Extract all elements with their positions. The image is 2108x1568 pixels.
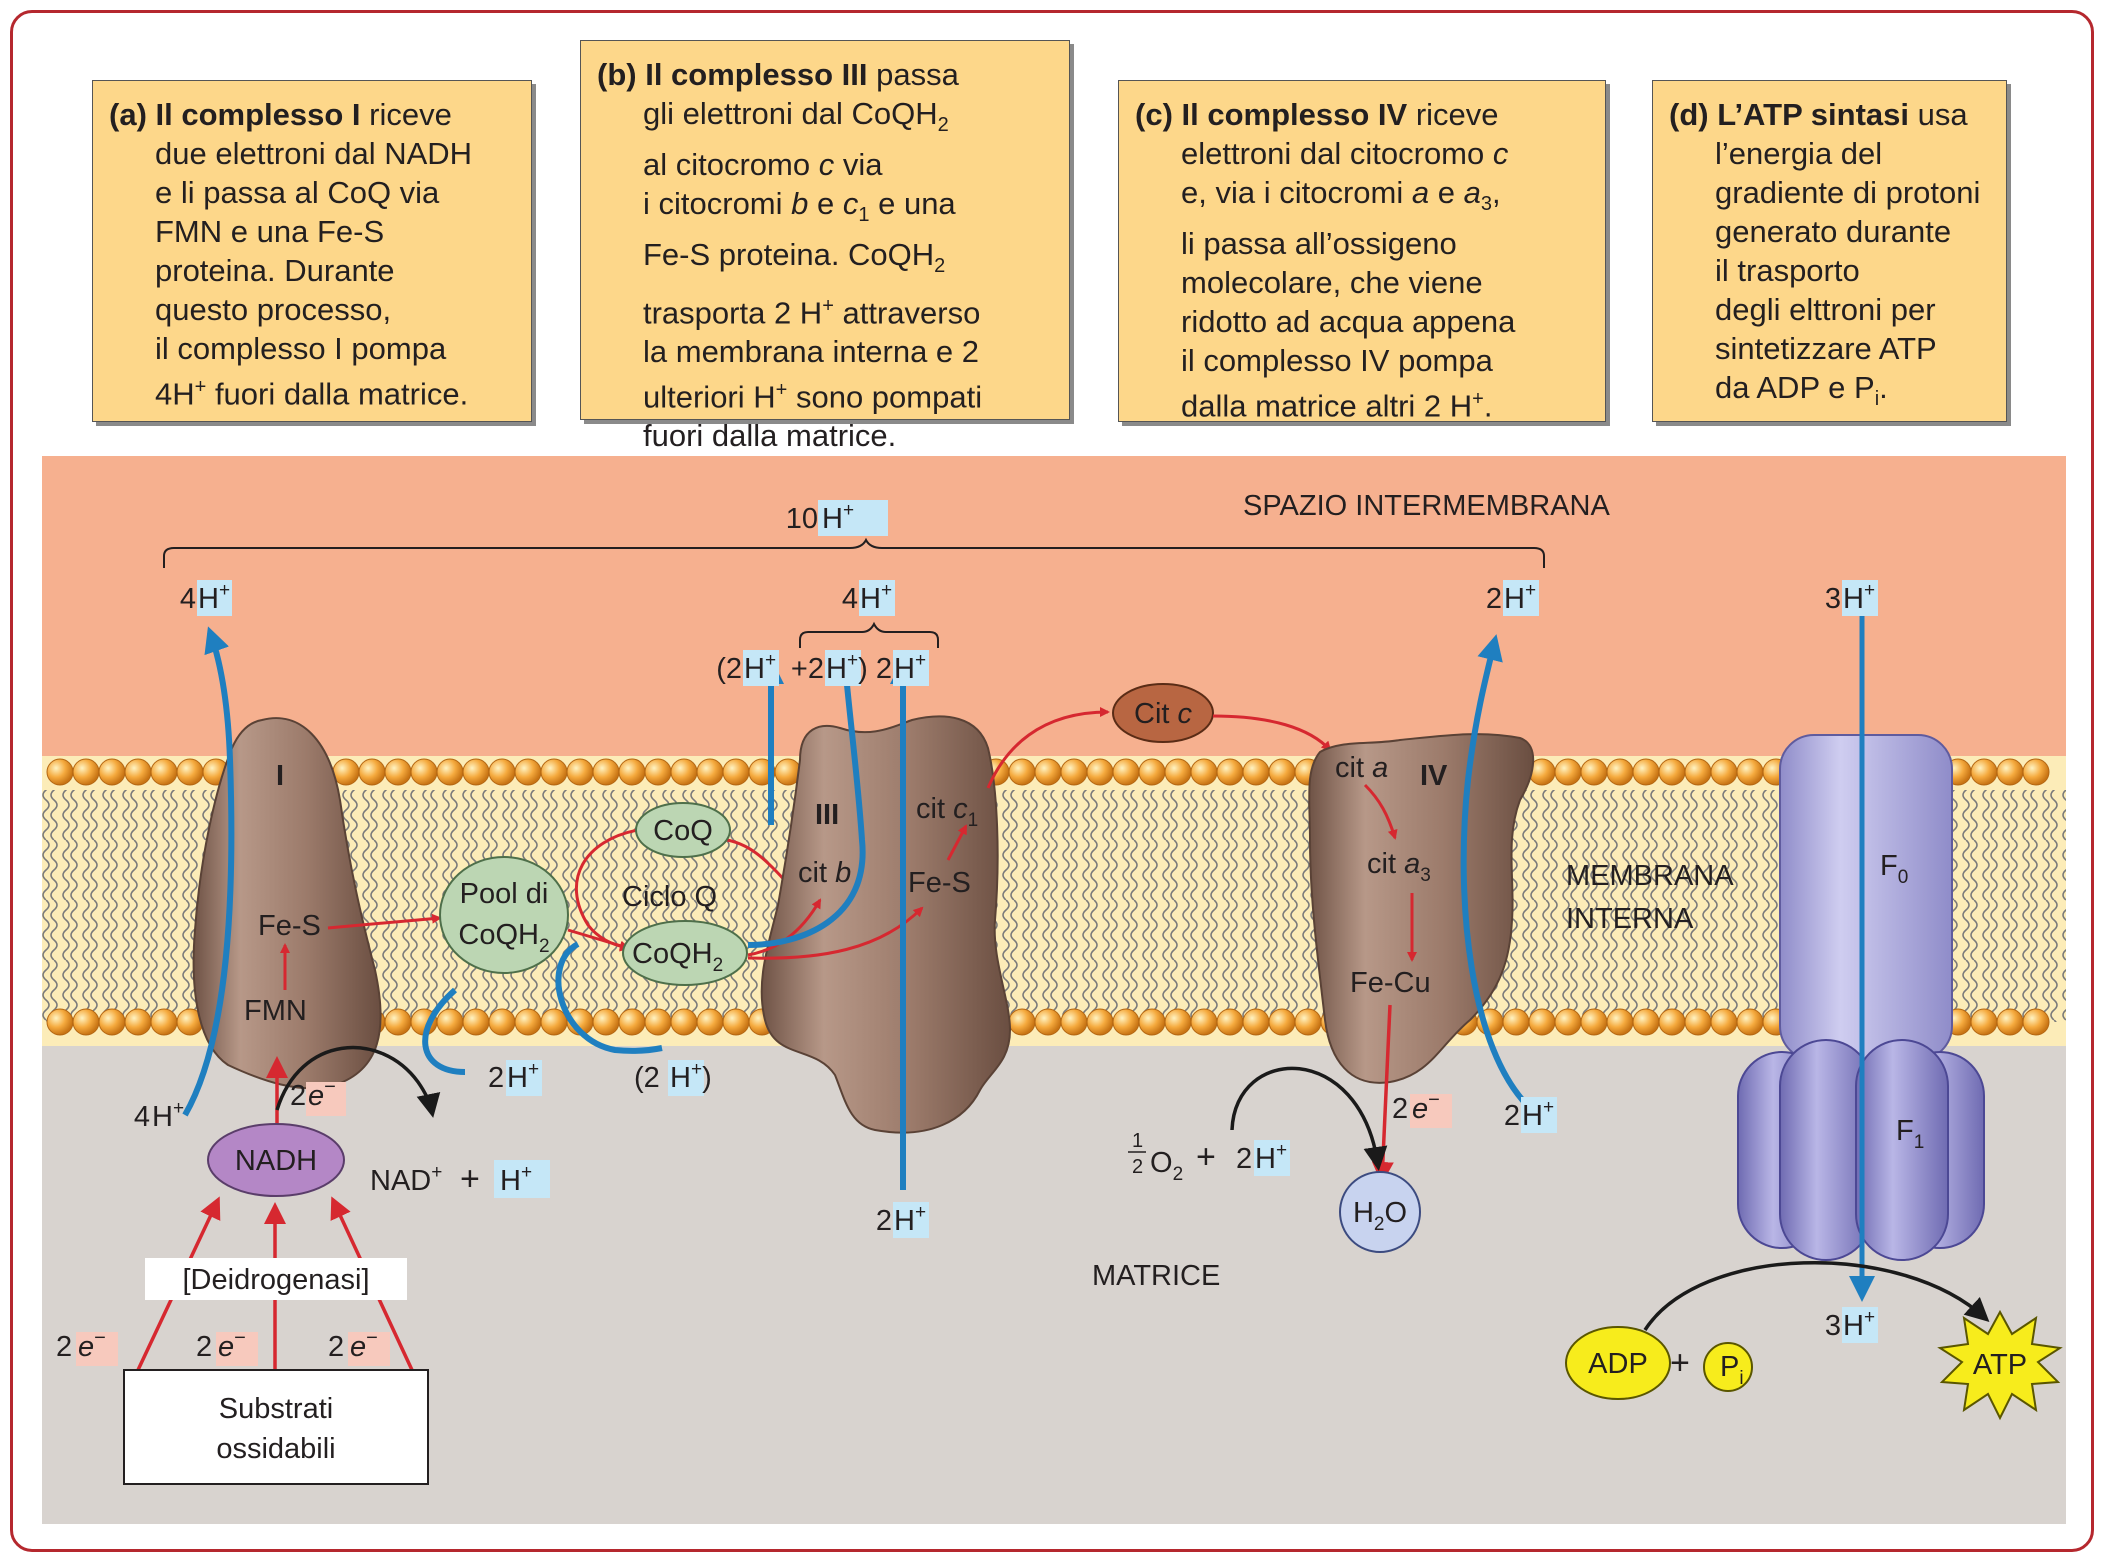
caption-line: proteina. Durante xyxy=(155,253,395,288)
caption-line: (a) Il complesso I riceve xyxy=(109,97,452,132)
caption-line: il trasporto xyxy=(1715,253,1860,288)
caption-line: 4H+ fuori dalla matrice. xyxy=(155,376,469,412)
caption-line: l’energia del xyxy=(1715,136,1883,171)
caption-line: due elettroni dal NADH xyxy=(155,136,473,171)
caption-line: trasporta 2 H+ attraverso xyxy=(643,294,981,330)
caption-line: FMN e una Fe-S xyxy=(155,214,385,249)
caption-line: sintetizzare ATP xyxy=(1715,331,1937,366)
caption-line: i citocromi b e c1 e una xyxy=(643,186,956,227)
caption-line: al citocromo c via xyxy=(643,147,883,183)
caption-atp-synthase: (d) L’ATP sintasi usa l’energia del grad… xyxy=(1652,80,2007,422)
caption-line: dalla matrice altri 2 H+. xyxy=(1181,388,1493,424)
caption-line: elettroni dal citocromo c xyxy=(1181,136,1509,171)
caption-line: ridotto ad acqua appena xyxy=(1181,304,1516,340)
caption-line: e li passa al CoQ via xyxy=(155,175,440,210)
caption-line: molecolare, che viene xyxy=(1181,265,1483,301)
caption-line: e, via i citocromi a e a3, xyxy=(1181,175,1501,216)
caption-line: Fe-S proteina. CoQH2 xyxy=(643,237,946,278)
caption-line: generato durante xyxy=(1715,214,1952,249)
caption-line: questo processo, xyxy=(155,292,392,327)
figure-frame xyxy=(10,10,2094,1552)
caption-line: ulteriori H+ sono pompati xyxy=(643,378,983,415)
caption-line: la membrana interna e 2 xyxy=(643,333,980,369)
caption-line: (d) L’ATP sintasi usa xyxy=(1669,97,1968,132)
caption-line: fuori dalla matrice. xyxy=(643,418,897,454)
caption-complex-iii: (b) Il complesso III passa gli elettroni… xyxy=(580,40,1070,453)
caption-line: il complesso I pompa xyxy=(155,331,447,366)
caption-complex-iv: (c) Il complesso IV riceve elettroni dal… xyxy=(1118,80,1606,424)
caption-line: da ADP e Pi. xyxy=(1715,370,1888,411)
caption-line: (b) Il complesso III passa xyxy=(597,57,959,92)
caption-complex-i: (a) Il complesso I riceve due elettroni … xyxy=(92,80,532,422)
caption-line: gli elettroni dal CoQH2 xyxy=(643,96,949,137)
caption-line: il complesso IV pompa xyxy=(1181,343,1493,379)
caption-line: li passa all’ossigeno xyxy=(1181,226,1457,262)
caption-line: gradiente di protoni xyxy=(1715,175,1981,210)
caption-line: (c) Il complesso IV riceve xyxy=(1135,97,1499,132)
caption-line: degli elttroni per xyxy=(1715,292,1936,327)
